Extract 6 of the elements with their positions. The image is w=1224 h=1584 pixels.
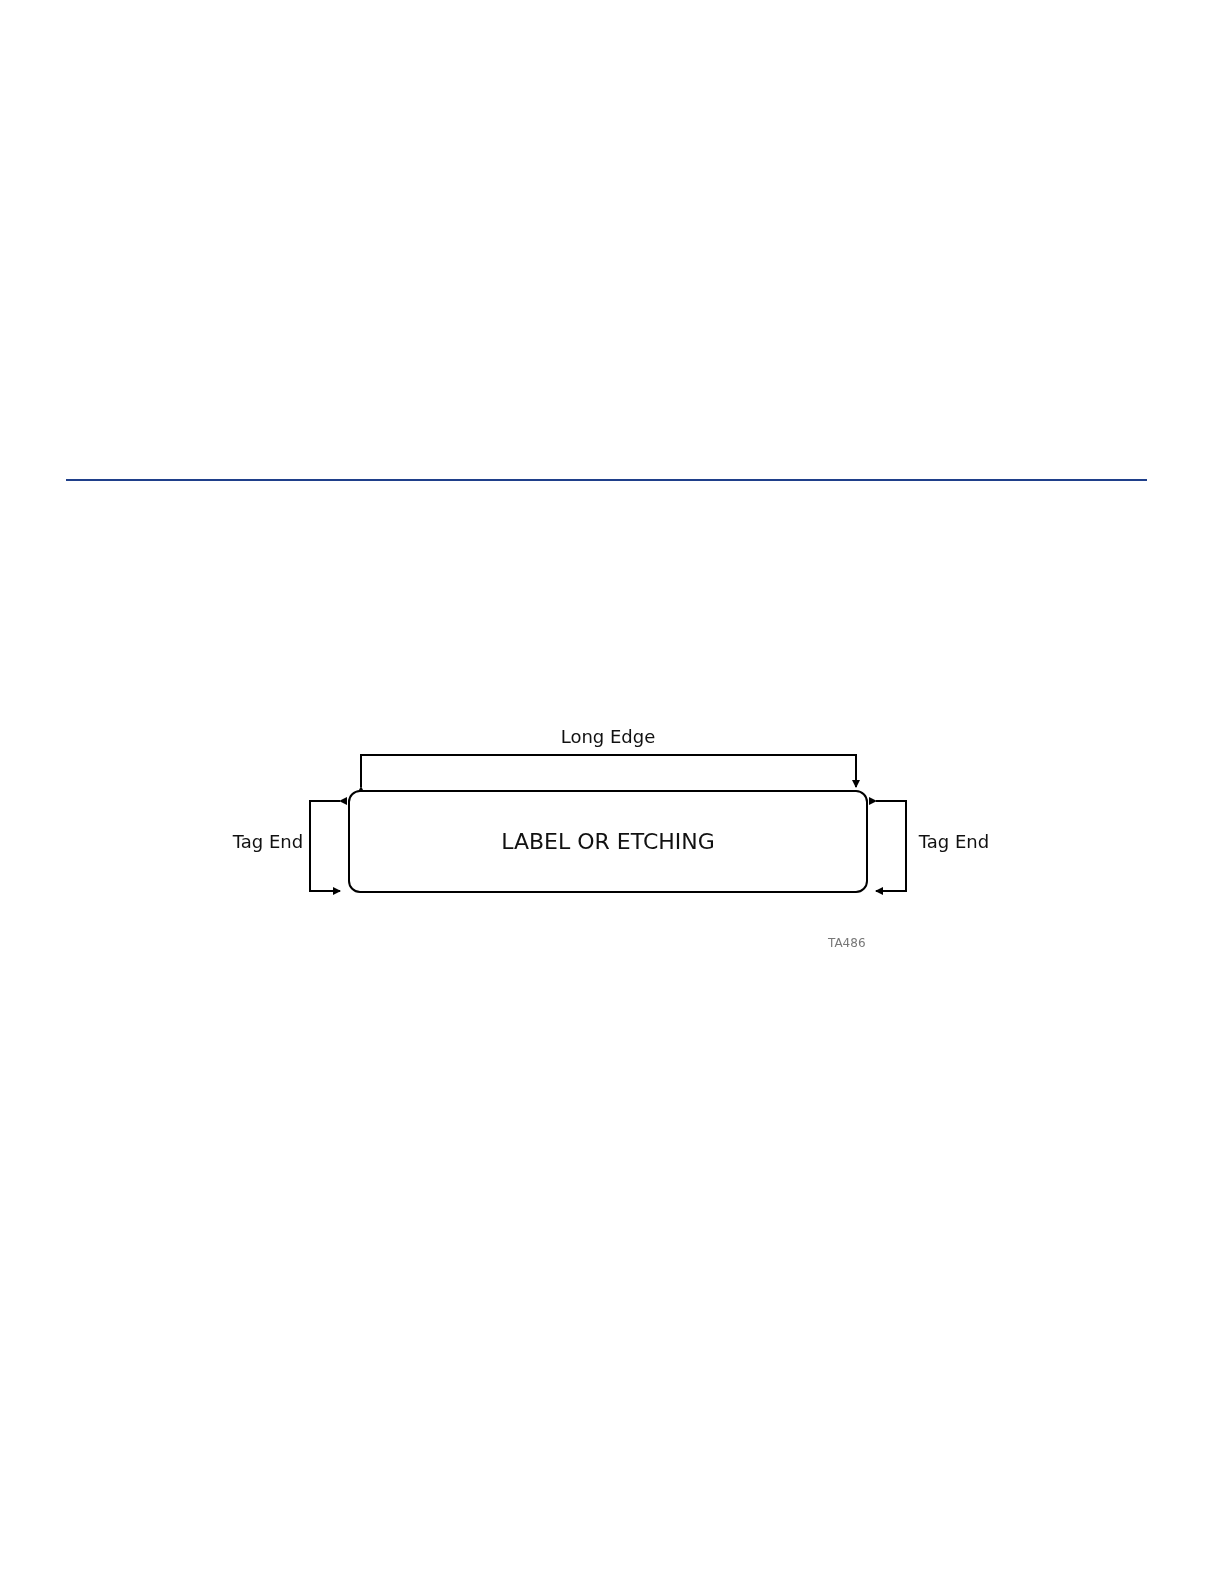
- figure-code: TA486: [828, 936, 866, 950]
- label-plate: [348, 790, 868, 893]
- plate-text: LABEL OR ETCHING: [501, 829, 715, 854]
- dimension-label: Long Edge: [560, 726, 656, 747]
- dimension-label: Tag End: [918, 831, 990, 852]
- dimension-label: Tag End: [232, 831, 304, 852]
